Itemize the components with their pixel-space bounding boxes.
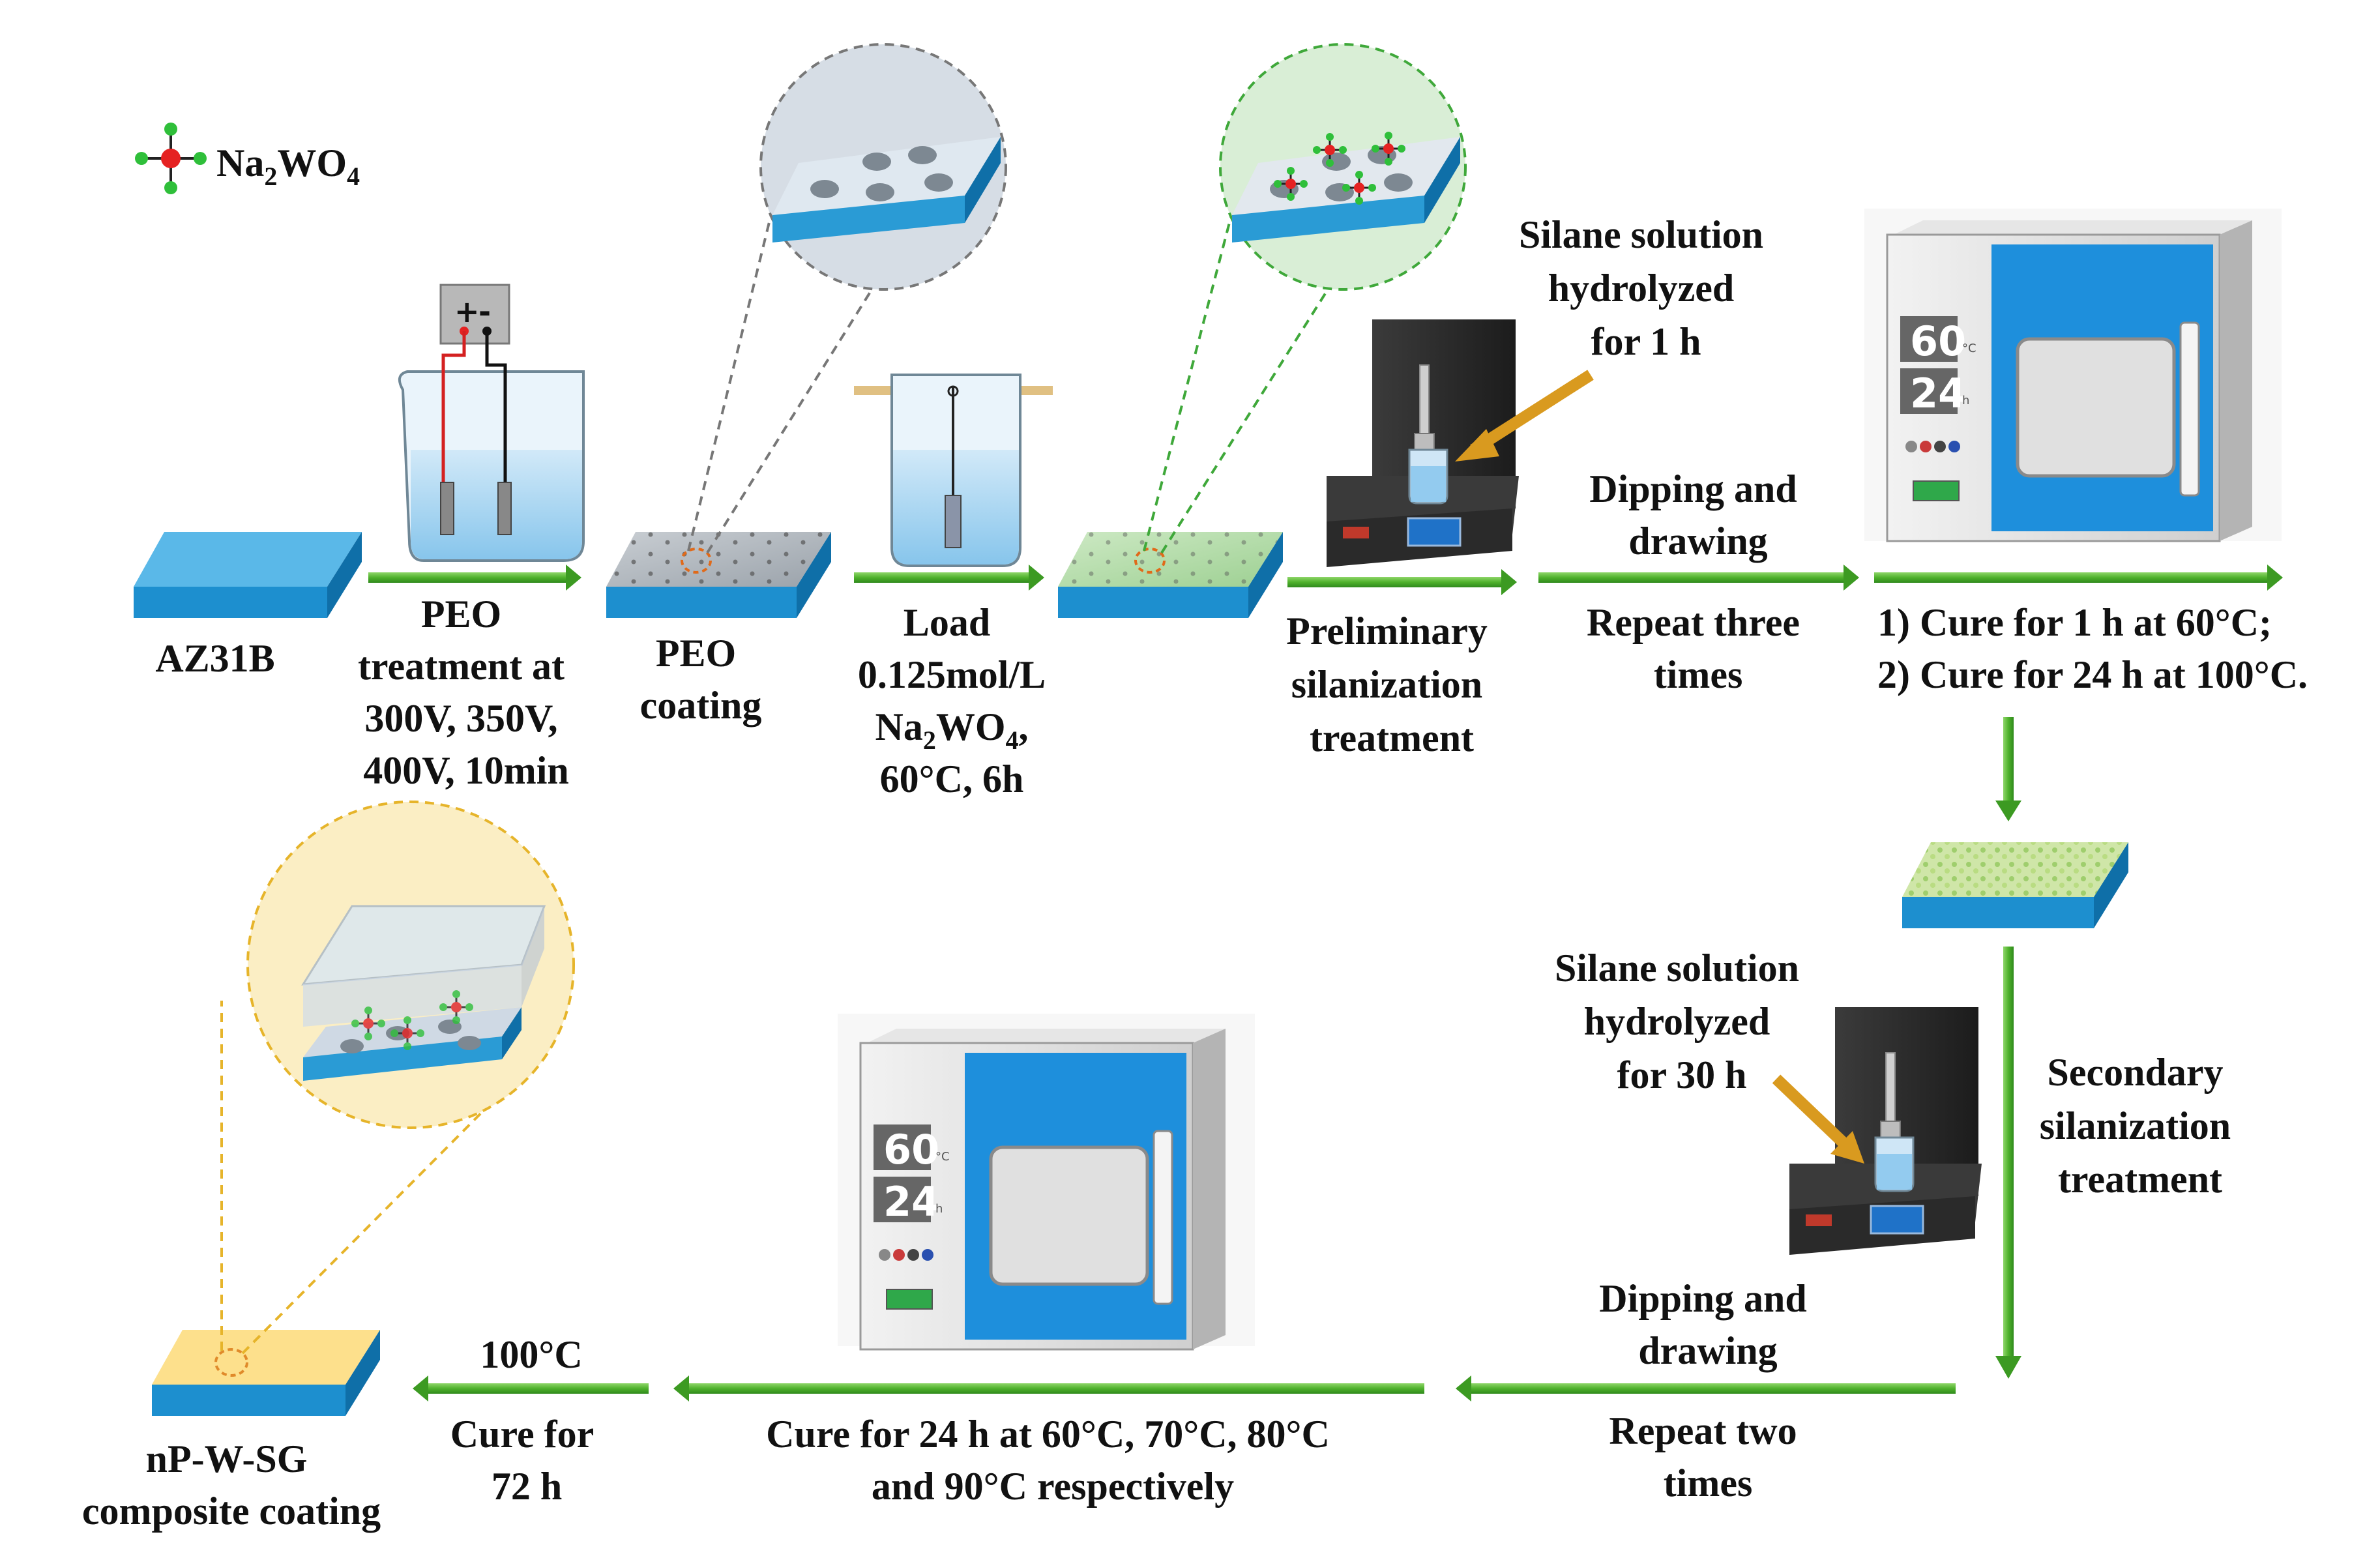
na2wo4-molecule-icon: [439, 990, 473, 1024]
oven-temp-unit: °C: [935, 1150, 950, 1164]
silane-callout-arrow-2: [1772, 1074, 1864, 1164]
final-coated-plate: [152, 1330, 380, 1416]
oven-time-unit: h: [1962, 394, 1969, 407]
legend-label: Na2WO4: [216, 141, 360, 191]
legend: Na2WO4: [135, 123, 360, 194]
na2wo4-molecule-icon: [1274, 167, 1308, 201]
silane-1h-label: Silane solution hydrolyzed for 1 h: [1519, 213, 1773, 363]
na2wo4-molecule-icon: [351, 1007, 385, 1040]
na2wo4-molecule-icon: [1372, 132, 1405, 166]
load-label: Load 0.125mol/L: [858, 601, 1046, 696]
oven-time-display: 24: [883, 1178, 939, 1226]
load-conditions-label: 60°C, 6h: [880, 757, 1024, 801]
oven-time-unit: h: [935, 1202, 943, 1216]
secondary-label: Secondary silanization treatment: [2040, 1051, 2240, 1201]
composite-zoom-bubble: [220, 801, 575, 1355]
repeat-three-label: Repeat three times: [1587, 601, 1810, 696]
plus-terminal: +: [454, 294, 480, 329]
curing-oven-icon-1: 60 24 °C h: [1864, 209, 2282, 542]
final-coating-label: nP-W-SG composite coating: [82, 1437, 381, 1533]
arrow-load: [854, 565, 1044, 591]
curing-oven-icon-2: 60 24 °C h: [838, 1014, 1255, 1351]
cure-3-label: Cure for 72 h: [450, 1413, 603, 1508]
arrow-down-1: [1995, 717, 2021, 821]
cure-1-label: 1) Cure for 1 h at 60°C; 2) Cure for 24 …: [1877, 601, 2308, 696]
arrow-dipping-2: [1456, 1375, 1956, 1402]
peo-treatment-label: PEO treatment at 300V, 350V, 400V, 10min: [358, 593, 574, 792]
arrow-down-2: [1995, 947, 2021, 1379]
preliminary-label: Preliminary silanization treatment: [1286, 610, 1497, 759]
arrow-cure-1: [1874, 565, 2283, 591]
na2wo4-molecule-icon: [135, 123, 207, 194]
silane-callout-arrow: [1455, 370, 1594, 462]
loading-beaker-icon: [854, 374, 1053, 567]
repeat-two-label: Repeat two times: [1609, 1409, 1806, 1505]
cure-3-temp-label: 100°C: [480, 1333, 582, 1376]
oven-temp-display: 60: [883, 1126, 939, 1173]
peo-coated-plate: [606, 532, 831, 618]
oven-temp-display: 60: [1910, 317, 1966, 365]
oven-time-display: 24: [1910, 370, 1966, 417]
tungstate-zoom-bubble: [1143, 43, 1467, 554]
peo-pores-zoom-bubble: [687, 43, 1007, 554]
na2wo4-molecule-icon: [1313, 133, 1347, 167]
silane-film-plate: [1902, 842, 2128, 928]
na2wo4-molecule-icon: [1342, 171, 1376, 205]
dipping-drawing-label-1: Dipping and drawing: [1589, 467, 1807, 563]
peo-coating-label: PEO coating: [640, 632, 762, 727]
dip-coater-icon-2: [1789, 1007, 1982, 1255]
tungstate-loaded-plate: [1058, 532, 1283, 618]
arrow-cure-3: [413, 1375, 649, 1402]
na2wo4-molecule-icon: [390, 1016, 424, 1050]
substrate-label: AZ31B: [155, 637, 274, 680]
arrow-dipping-1: [1538, 565, 1859, 591]
arrow-peo-treatment: [368, 565, 581, 591]
cure-2-label: Cure for 24 h at 60°C, 70°C, 80°C and 90…: [766, 1413, 1340, 1508]
power-supply-icon: + -: [439, 284, 510, 345]
load-formula-label: Na2WO4,: [875, 705, 1028, 755]
arrow-cure-2: [673, 1375, 1424, 1402]
dip-coater-icon: [1327, 319, 1519, 567]
electrolysis-beaker-icon: [398, 331, 585, 562]
minus-terminal: -: [478, 294, 491, 329]
az31b-plate: [134, 532, 362, 618]
dipping-drawing-label-2: Dipping and drawing: [1599, 1277, 1817, 1372]
arrow-preliminary: [1287, 569, 1517, 595]
silane-30h-label: Silane solution hydrolyzed for 30 h: [1555, 947, 1809, 1096]
oven-temp-unit: °C: [1962, 342, 1976, 355]
